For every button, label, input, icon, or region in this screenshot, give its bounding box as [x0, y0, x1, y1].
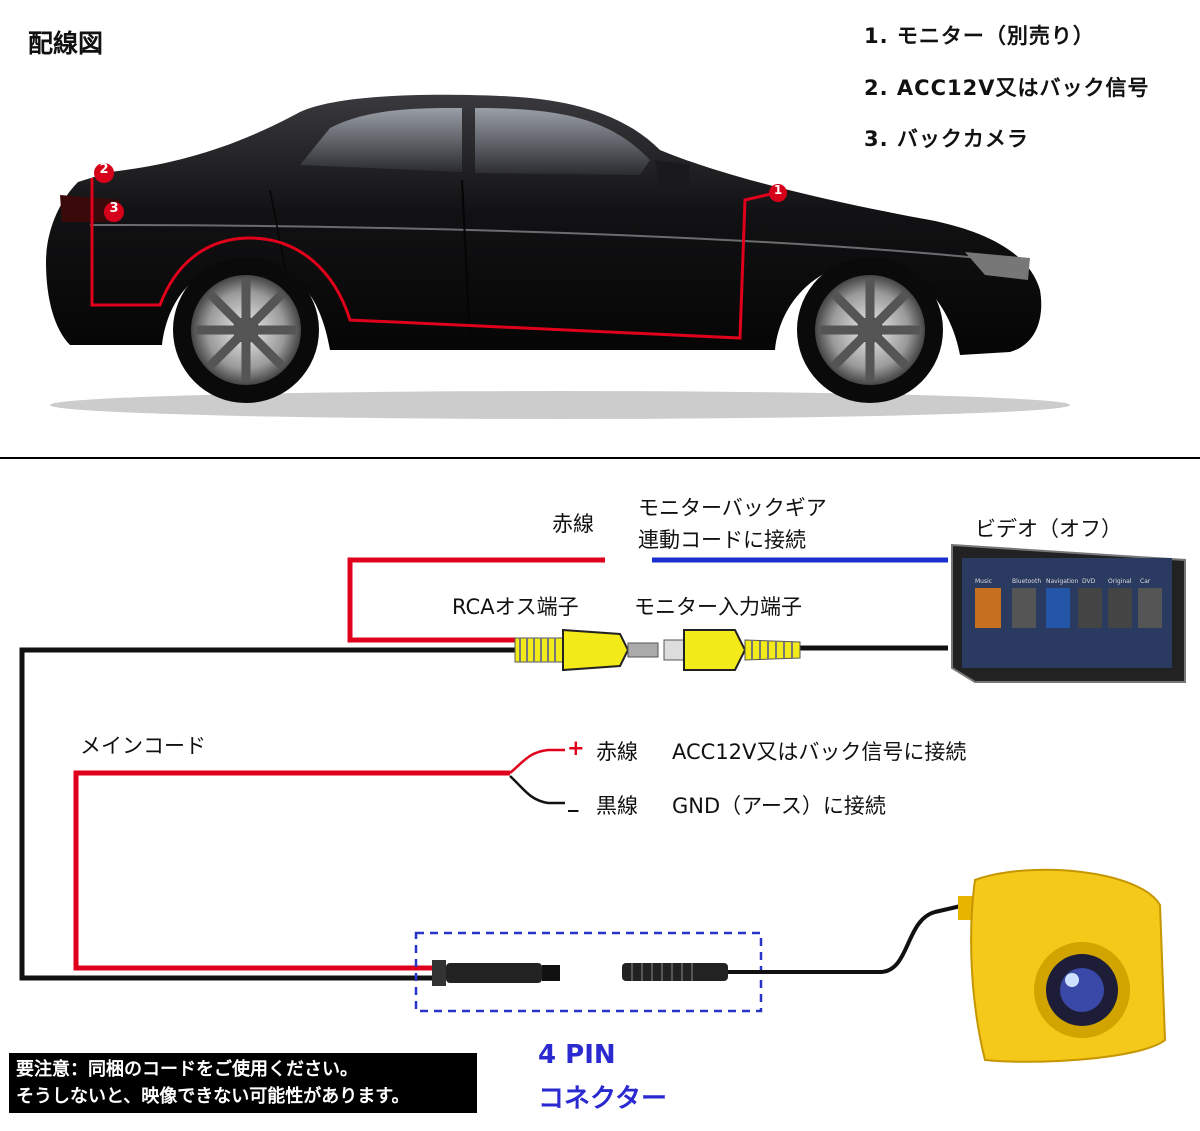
rca-male-plug [514, 628, 659, 672]
connector-male [432, 960, 560, 986]
car-body [46, 94, 1042, 355]
label-main-cord: メインコード [80, 734, 206, 758]
connector-label-line2: コネクター [538, 1084, 667, 1114]
top-red-wire [347, 557, 605, 643]
rca-female-plug [663, 629, 801, 671]
monitor-app-car: Car [1140, 578, 1151, 585]
marker-2-label: 2 [99, 162, 109, 177]
car-wiring-route [90, 178, 776, 340]
caution-note-line1: 要注意：同梱のコードをご使用ください。 [16, 1059, 358, 1080]
label-gnd-connect: GND（アース）に接続 [672, 794, 886, 818]
connector-female [622, 963, 728, 981]
label-red-wire: 赤線 [596, 740, 638, 764]
label-blue-wire-line2: 連動コードに接続 [638, 528, 806, 552]
split-black-wire [509, 775, 565, 805]
car-shadow [50, 391, 1070, 419]
monitor-app-navigation: Navigation [1046, 578, 1079, 585]
marker-2 [94, 163, 114, 183]
car-window-rear [300, 108, 462, 172]
marker-1 [769, 184, 787, 202]
label-rca-male: RCAオス端子 [452, 595, 579, 619]
connector-label-line1: 4 PIN [538, 1040, 616, 1070]
car-window-front [475, 108, 650, 175]
main-black-cord [19, 647, 515, 981]
plus-sign: + [567, 736, 585, 760]
label-blue-wire-line1: モニターバックギア [638, 496, 827, 520]
monitor-device [951, 543, 1186, 683]
car-wheel-rear [173, 257, 319, 403]
legend-item-acc-signal: 2. ACC12V又はバック信号 [864, 76, 1150, 100]
label-acc-connect: ACC12V又はバック信号に接続 [672, 740, 967, 764]
label-black-wire: 黒線 [596, 794, 638, 818]
monitor-app-dvd: DVD [1082, 578, 1096, 585]
car-wheel-front [797, 257, 943, 403]
car-side-mirror [655, 160, 690, 190]
split-red-wire [509, 748, 565, 774]
camera-cable [728, 903, 966, 974]
monitor-app-original: Original [1108, 578, 1132, 585]
caution-note: 要注意：同梱のコードをご使用ください。 そうしないと、映像できない可能性がありま… [9, 1053, 477, 1113]
minus-sign: _ [568, 788, 579, 812]
marker-1-label: 1 [773, 183, 783, 197]
car-illustration [0, 94, 1200, 459]
caution-note-line2: そうしないと、映像できない可能性があります。 [16, 1086, 410, 1107]
back-camera [958, 868, 1167, 1063]
diagram-title: 配線図 [28, 29, 104, 58]
monitor-app-music: Music [975, 578, 993, 585]
legend-item-back-camera: 3. バックカメラ [864, 127, 1029, 151]
label-video-off: ビデオ（オフ） [975, 517, 1122, 541]
label-monitor-input: モニター入力端子 [634, 595, 802, 619]
main-red-cord [73, 770, 510, 971]
monitor-app-bluetooth: Bluetooth [1012, 578, 1042, 585]
legend-item-monitor: 1. モニター（別売り） [864, 24, 1095, 48]
marker-3 [104, 202, 124, 222]
label-red-wire-top: 赤線 [552, 512, 594, 536]
marker-3-label: 3 [109, 201, 119, 216]
car-headlight [965, 252, 1030, 280]
